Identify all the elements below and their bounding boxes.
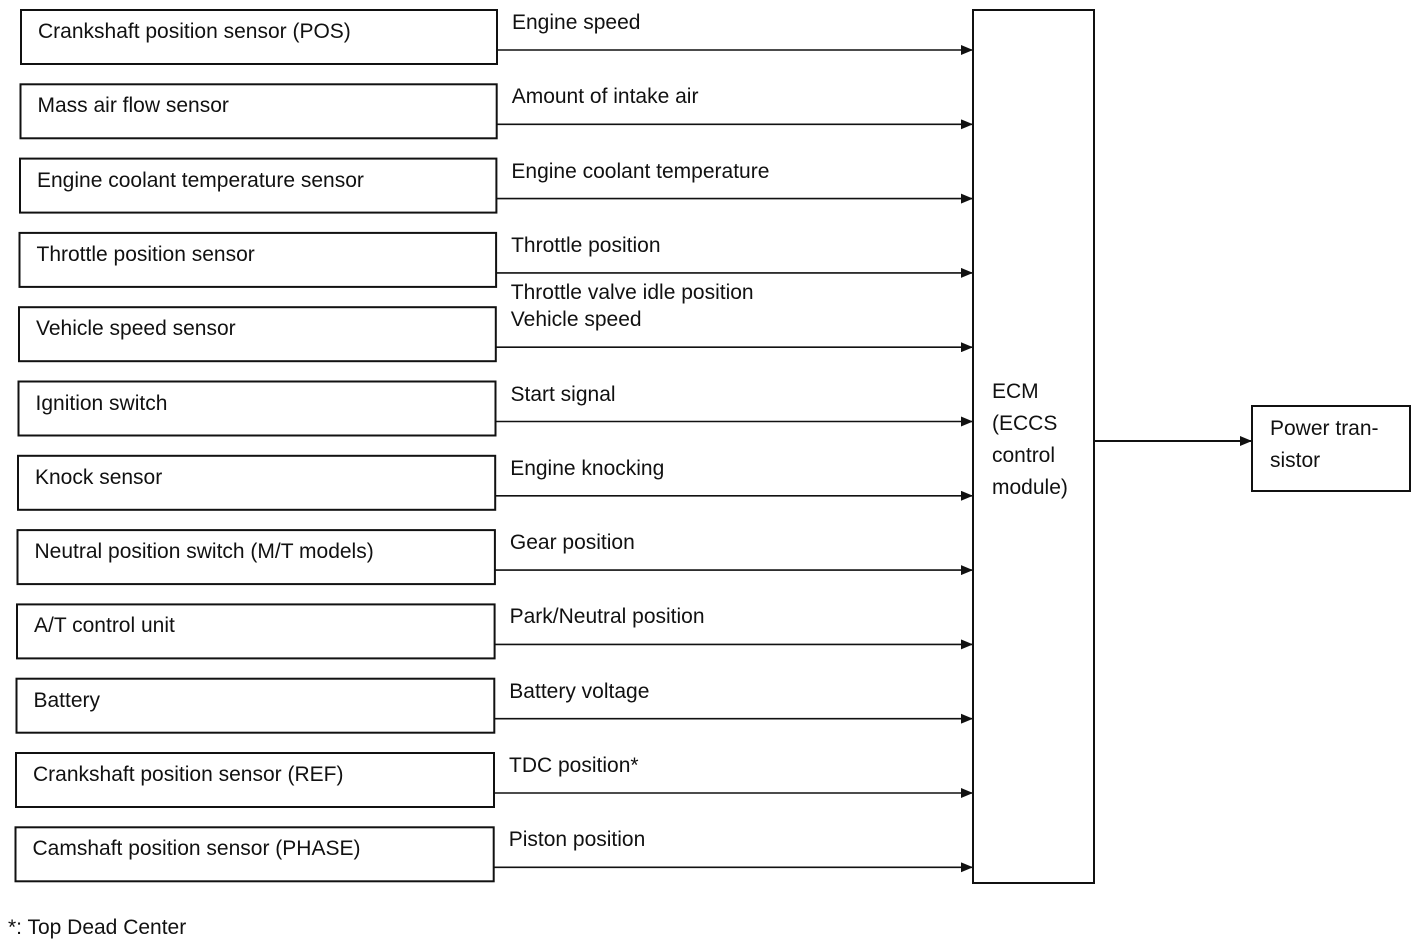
signal-label: Engine coolant temperature <box>511 159 770 183</box>
sensor-label: Camshaft position sensor (PHASE) <box>32 837 361 861</box>
signal-label: Battery voltage <box>509 679 650 703</box>
sensor-box <box>16 529 496 586</box>
sensor-box <box>19 157 498 214</box>
signal-label: Piston position <box>508 828 646 852</box>
sensor-box <box>20 9 498 65</box>
sensor-box <box>16 603 496 660</box>
sensor-box <box>18 306 497 363</box>
signal-label: Engine knocking <box>510 456 665 480</box>
power-transistor-label: Power tran- sistor <box>1270 413 1379 477</box>
signal-label: Gear position <box>509 531 635 555</box>
sensor-label: Engine coolant temperature sensor <box>37 168 364 192</box>
sensor-label: Mass air flow sensor <box>37 94 229 118</box>
sensor-box <box>17 454 497 511</box>
signal-label: Amount of intake air <box>511 85 699 109</box>
signal-label: Throttle position <box>511 233 661 257</box>
sensor-label: Crankshaft position sensor (POS) <box>38 20 351 43</box>
ecm-label-line-4: module) <box>992 476 1068 499</box>
ecm-label-line-3: control <box>992 444 1056 467</box>
sensor-box <box>15 752 495 808</box>
sensor-label: Crankshaft position sensor (REF) <box>33 763 344 786</box>
sensor-box <box>18 231 498 288</box>
power-transistor-label-line-1: Power tran- <box>1270 417 1379 440</box>
ecm-label-line-1: ECM <box>992 380 1039 403</box>
power-transistor-box <box>1251 405 1411 492</box>
signal-label: Throttle valve idle position <box>510 281 754 305</box>
sensor-box <box>14 826 495 883</box>
signal-label: TDC position* <box>509 754 639 777</box>
sensor-label: Ignition switch <box>35 391 168 415</box>
sensor-label: Neutral position switch (M/T models) <box>34 540 374 564</box>
footnote: *: Top Dead Center <box>8 916 187 939</box>
ecm-label-line-2: (ECCS <box>992 412 1058 435</box>
signal-label: Vehicle speed <box>510 308 642 332</box>
sensor-label: Battery <box>33 688 101 712</box>
signal-label: Park/Neutral position <box>509 605 705 629</box>
sensor-box <box>15 677 496 734</box>
sensor-label: Vehicle speed sensor <box>36 317 236 341</box>
power-transistor-label-line-2: sistor <box>1270 449 1321 472</box>
sensor-label: Knock sensor <box>35 465 163 489</box>
sensor-label: Throttle position sensor <box>36 242 255 266</box>
sensor-box <box>19 83 498 140</box>
sensor-label: A/T control unit <box>34 614 175 638</box>
sensor-box <box>17 380 497 437</box>
ecm-box <box>972 9 1095 884</box>
ecm-label: ECM (ECCS control module) <box>992 376 1068 504</box>
signal-label: Engine speed <box>512 11 641 34</box>
signal-label: Start signal <box>510 382 616 406</box>
